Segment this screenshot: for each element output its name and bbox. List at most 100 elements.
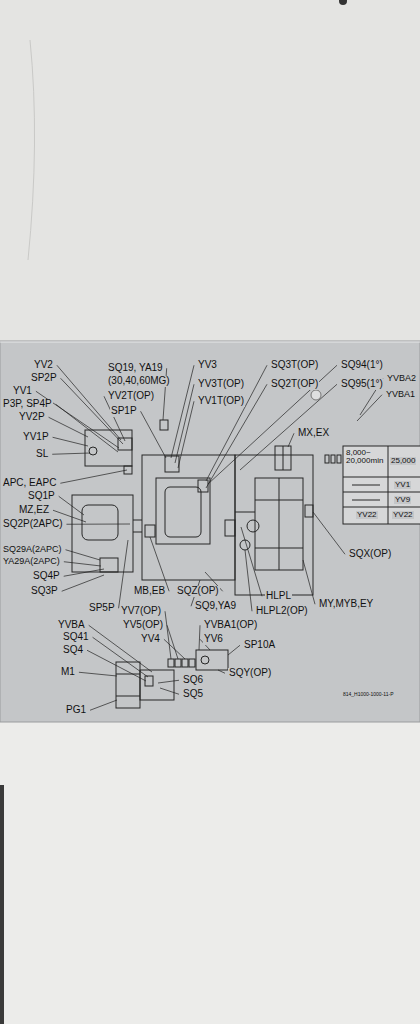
- callout-label: SQ4: [62, 645, 84, 656]
- table-cell: YV22: [392, 511, 414, 519]
- callout-label: YV1P: [22, 432, 50, 443]
- leader-line: [171, 365, 194, 458]
- callout-label: SQ95(1°): [340, 379, 384, 390]
- valve: [182, 659, 188, 667]
- callout-label: YV2T(OP): [107, 391, 155, 402]
- leader-line: [178, 401, 194, 468]
- valve: [168, 659, 174, 667]
- callout-label: SQ94(1°): [340, 360, 384, 371]
- table-cell: 814_H1000-1000-11-P: [342, 692, 395, 697]
- leader-line: [175, 384, 194, 463]
- leader-line: [64, 569, 104, 576]
- column: [235, 455, 313, 595]
- leader-line: [79, 672, 117, 676]
- plate-screw: [311, 390, 321, 400]
- motor-detail: [283, 446, 284, 470]
- plate-bevel: [0, 342, 420, 343]
- callout-label: YVBA1(OP): [203, 620, 258, 631]
- leader-line: [104, 396, 125, 441]
- table-cell: (30,40,60MG): [107, 376, 171, 387]
- callout-label: YV4: [140, 634, 161, 645]
- callout-label: YVBA1: [385, 390, 416, 399]
- table-cell: 25,000: [390, 457, 416, 465]
- callout-label: YV3T(OP): [197, 379, 245, 390]
- callout-label: SQY(OP): [228, 668, 272, 679]
- table-grid: [343, 446, 420, 524]
- leader-line: [49, 417, 88, 437]
- callout-label: YV1T(OP): [197, 396, 245, 407]
- valve-box: [196, 650, 228, 670]
- leader-line: [62, 575, 104, 591]
- leader-line: [228, 645, 240, 655]
- name-plate: [0, 341, 420, 722]
- unit-sensor: [89, 447, 97, 455]
- callout-label: SQ3T(OP): [270, 360, 319, 371]
- panel-seam: [0, 785, 4, 1024]
- leader-line: [199, 625, 200, 650]
- leader-line: [241, 527, 262, 596]
- callout-label: SQZ(OP): [176, 586, 220, 597]
- table-cell: YV22: [356, 511, 378, 519]
- sensor-box: [124, 466, 132, 474]
- sensor-box: [160, 420, 168, 430]
- callout-label: PG1: [65, 705, 87, 716]
- lamp: [240, 540, 250, 550]
- lamp: [247, 520, 259, 532]
- pressure-switch: [201, 656, 209, 664]
- callout-label: MY,MYB,EY: [318, 599, 374, 610]
- leader-line: [89, 625, 152, 672]
- valve-block: [118, 438, 132, 450]
- surface-scratch: [28, 40, 35, 260]
- leader-line: [119, 540, 128, 608]
- work-table: [156, 478, 210, 544]
- callout-label: YV7(OP): [120, 606, 162, 617]
- leader-line: [288, 433, 294, 447]
- callout-label: YV3: [197, 360, 218, 371]
- callout-label: P3P, SP4P: [2, 399, 53, 410]
- callout-label: SQ4P: [32, 571, 61, 582]
- callout-label: YVBA2: [386, 374, 417, 383]
- callout-label: SL: [35, 449, 49, 460]
- leader-line: [66, 550, 100, 560]
- callout-label: MX,EX: [297, 428, 330, 439]
- leader-line: [150, 537, 169, 591]
- callout-label: YVBA: [57, 620, 86, 631]
- callout-label: APC, EAPC: [2, 478, 57, 489]
- apc-frame: [72, 495, 133, 572]
- table-cell: 8,000~ 20,000min: [345, 449, 387, 466]
- callout-label: SQ6: [182, 675, 204, 686]
- pallet: [165, 487, 201, 537]
- callout-label: SQ2T(OP): [270, 379, 319, 390]
- leader-line: [66, 524, 130, 525]
- gear-icon: [325, 455, 329, 463]
- table-cell: YV9: [394, 496, 411, 504]
- leader-line: [303, 560, 315, 604]
- callout-label: SP5P: [88, 603, 116, 614]
- leader-line: [357, 395, 382, 421]
- callout-label: YV2: [33, 360, 54, 371]
- table-cell: YV1: [394, 481, 411, 489]
- callout-label: MB,EB: [133, 586, 166, 597]
- callout-label: YV6: [203, 634, 224, 645]
- callout-label: HLPL2(OP): [255, 606, 309, 617]
- index-sensor: [198, 480, 208, 492]
- apc-rail: [133, 520, 142, 532]
- gear-icon: [337, 455, 341, 463]
- callout-label: YA29A(2APC): [2, 557, 61, 566]
- spindle-nose: [225, 520, 235, 536]
- callout-label: SQ41: [62, 632, 90, 643]
- valve-block: [165, 456, 179, 472]
- leader-line: [141, 411, 166, 458]
- leader-line: [158, 680, 179, 683]
- callout-label: YV2P: [18, 412, 46, 423]
- gear-icon: [331, 455, 335, 463]
- callout-label: MZ,EZ: [18, 505, 50, 516]
- table-dash: [352, 485, 380, 500]
- leader-line: [53, 437, 88, 446]
- apc-pallet: [82, 505, 118, 540]
- leader-line: [59, 496, 84, 515]
- callout-label: YV1: [12, 386, 33, 397]
- callout-label: SQ3P: [30, 586, 59, 597]
- callout-label: SQ5: [182, 689, 204, 700]
- fixing-dot: [339, 0, 347, 5]
